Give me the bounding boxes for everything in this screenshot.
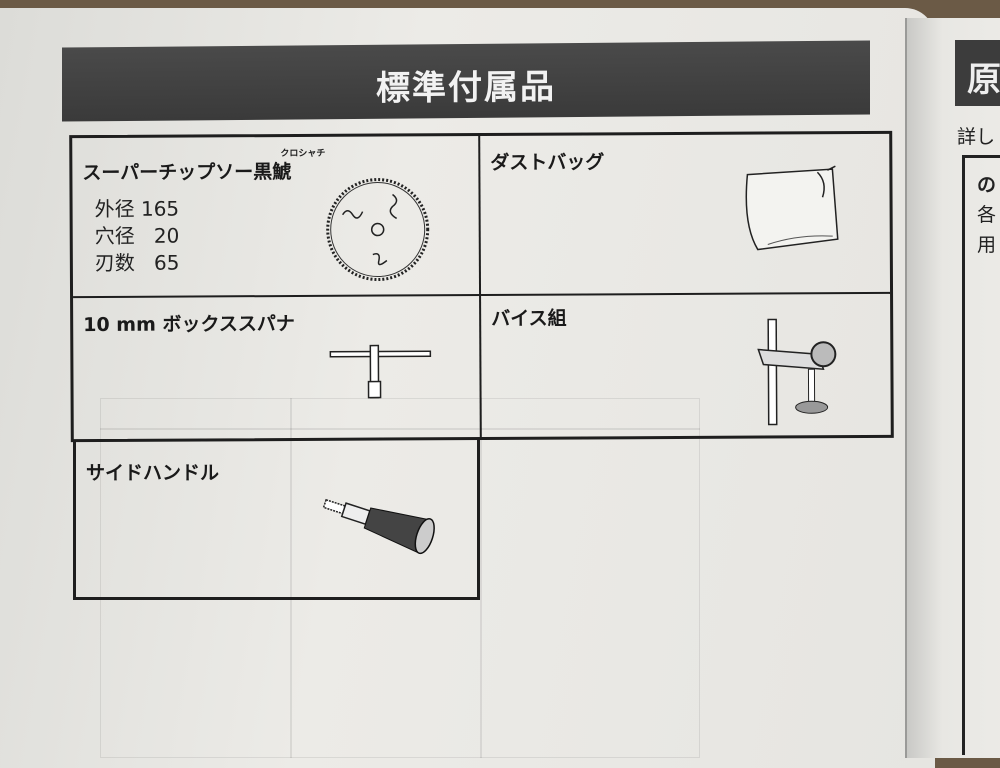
item-name-dust-bag: ダストバッグ [490, 151, 605, 174]
section-banner: 標準付属品 [62, 40, 870, 122]
next-page-text: 詳し [957, 126, 996, 148]
vise-icon [757, 318, 837, 426]
accessories-table-row3: サイドハンドル [73, 440, 480, 600]
item-name-box-spanner: 10 mm ボックススパナ [83, 312, 295, 337]
next-page-banner: 原 [955, 40, 1000, 106]
dust-bag-icon [745, 165, 839, 251]
accessories-table: クロシャチ スーパーチップソー黒鯱 外径 165 穴径 20 刃数 65 ダスト… [69, 130, 894, 443]
next-page-box-line: 各 [977, 204, 997, 226]
next-page-box: の 各 用 [962, 155, 1000, 755]
box-spanner-icon [329, 344, 432, 399]
next-page-title: 原 [967, 60, 1000, 100]
item-name-vise: バイス組 [491, 307, 567, 330]
item-name-side-handle: サイドハンドル [86, 462, 220, 484]
spec-bore: 穴径 20 [94, 223, 180, 249]
manual-page [0, 8, 935, 768]
next-page-box-line: の [977, 174, 997, 196]
section-title: 標準付属品 [376, 67, 556, 109]
spec-teeth: 刃数 65 [94, 250, 180, 276]
next-page [905, 18, 1000, 758]
spec-outer-diameter: 外径 165 [94, 196, 180, 222]
side-handle-icon [322, 498, 435, 555]
next-page-box-line: 用 [977, 234, 997, 256]
item-name-saw-blade: スーパーチップソー黒鯱 [82, 160, 292, 185]
saw-blade-icon [326, 178, 430, 282]
